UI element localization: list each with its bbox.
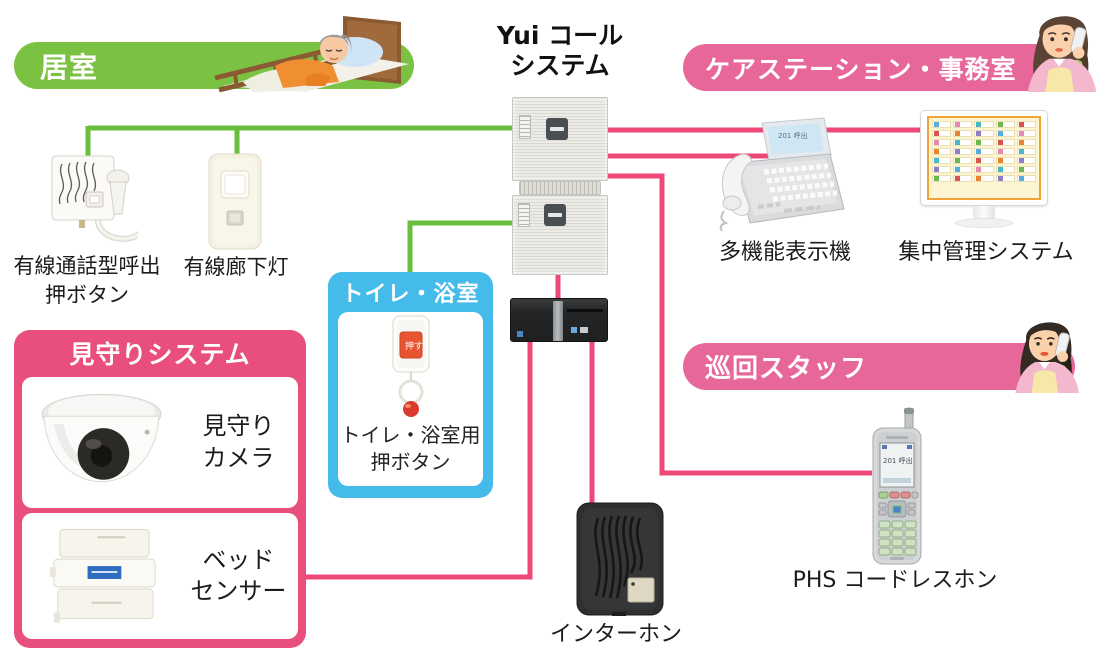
management-screen — [927, 116, 1041, 200]
corridor-light-label: 有線廊下灯 — [183, 255, 289, 279]
screen-cell — [974, 148, 994, 155]
screen-cell — [995, 157, 1015, 164]
monitor-stand — [973, 206, 995, 219]
management-system-label: 集中管理システム — [898, 240, 1074, 265]
banner-care-station-label: ケアステーション・事務室 — [705, 54, 1017, 84]
monitoring-sensor-card: ベッド センサー — [22, 513, 298, 639]
control-unit-upper — [512, 97, 608, 181]
camera-label: 見守り カメラ — [202, 412, 275, 472]
call-button-label: 有線通話型呼出 押ボタン — [13, 254, 161, 308]
intercom-device — [576, 502, 664, 616]
screen-cell — [995, 121, 1015, 128]
hub-led — [571, 327, 577, 333]
zone-monitoring-title: 見守りシステム — [69, 340, 251, 369]
screen-cell — [974, 121, 994, 128]
control-unit-connector — [519, 181, 601, 195]
bed-sensor-label: ベッド センサー — [190, 545, 287, 605]
screen-cell — [1016, 130, 1036, 137]
care-staff-illustration-2 — [1015, 322, 1080, 393]
screen-cell — [974, 166, 994, 173]
hub-unit — [510, 298, 608, 342]
screen-cell — [953, 175, 973, 182]
unit-vent — [519, 115, 531, 139]
screen-cell — [995, 175, 1015, 182]
screen-cell — [953, 157, 973, 164]
phs-screen-text: 201 呼出 — [883, 456, 913, 465]
banner-care-station: ケアステーション・事務室 — [683, 44, 1073, 91]
hub-slot — [567, 309, 603, 312]
multifunction-display-phone-device: 201 呼出 — [719, 117, 845, 232]
control-unit-lower — [512, 195, 608, 275]
screen-cell — [953, 130, 973, 137]
line-to-toilet-button — [407, 220, 514, 276]
system-title: Yui コール システム — [470, 21, 650, 80]
screen-cell — [995, 139, 1015, 146]
screen-cell — [953, 148, 973, 155]
unit-vent — [518, 203, 530, 227]
screen-cell — [1016, 175, 1036, 182]
hub-led — [580, 327, 588, 333]
screen-cell — [1016, 121, 1036, 128]
screen-cell — [1016, 157, 1036, 164]
screen-cell — [995, 166, 1015, 173]
hub-led — [517, 331, 523, 337]
line-to-phs — [606, 173, 872, 476]
screen-cell — [932, 166, 952, 173]
wired-call-button-device — [51, 155, 138, 242]
unit-logo — [546, 118, 568, 140]
banner-patrol-staff-label: 巡回スタッフ — [705, 354, 868, 384]
screen-cell — [974, 157, 994, 164]
toilet-push-button-device: 押す — [392, 315, 429, 417]
screen-cell — [932, 130, 952, 137]
monitoring-camera-card: 見守り カメラ — [22, 377, 298, 508]
banner-patrol-staff: 巡回スタッフ — [683, 343, 1075, 390]
screen-cell — [995, 148, 1015, 155]
phone-screen-text: 201 呼出 — [778, 131, 808, 140]
phs-cordless-phone-device: 201 呼出 — [872, 407, 922, 565]
screen-cell — [974, 139, 994, 146]
screen-cell — [1016, 139, 1036, 146]
banner-living-room-label: 居室 — [40, 50, 99, 84]
screen-cell — [1016, 166, 1036, 173]
screen-cell — [932, 139, 952, 146]
intercom-label: インターホン — [549, 622, 682, 647]
push-button-text: 押す — [405, 340, 423, 352]
screen-cell — [932, 121, 952, 128]
zone-toilet-bath-title: トイレ・浴室 — [341, 282, 480, 307]
patient-in-bed-illustration — [214, 16, 409, 92]
screen-cell — [953, 139, 973, 146]
zone-monitoring-system: 見守りシステム 見守り カメラ — [14, 330, 306, 648]
hub-panel — [553, 301, 563, 341]
screen-cell — [953, 166, 973, 173]
care-staff-illustration-1 — [1027, 16, 1097, 92]
management-screen-grid — [929, 118, 1039, 185]
unit-logo — [544, 204, 566, 226]
line-hub-to-monitoring — [300, 340, 533, 580]
management-system-monitor — [920, 110, 1048, 206]
system-title-line1: Yui コール — [496, 21, 624, 50]
system-title-line2: システム — [510, 50, 610, 80]
screen-cell — [1016, 148, 1036, 155]
toilet-button-card: 押す トイレ・浴室用 押ボタン — [338, 312, 483, 486]
screen-cell — [974, 130, 994, 137]
phs-label: PHS コードレスホン — [792, 568, 998, 593]
bed-sensor-device — [49, 528, 156, 623]
monitoring-camera-device — [41, 393, 162, 482]
screen-cell — [932, 148, 952, 155]
display-phone-label: 多機能表示機 — [718, 240, 851, 265]
toilet-button-label: トイレ・浴室用 押ボタン — [340, 423, 481, 474]
screen-cell — [995, 130, 1015, 137]
monitor-base — [955, 218, 1013, 228]
screen-cell — [974, 175, 994, 182]
screen-cell — [932, 157, 952, 164]
screen-cell — [953, 121, 973, 128]
screen-cell — [932, 175, 952, 182]
wired-corridor-light-device — [208, 153, 262, 250]
zone-toilet-bath: トイレ・浴室 押す トイレ・浴室用 押ボタン — [328, 272, 493, 498]
